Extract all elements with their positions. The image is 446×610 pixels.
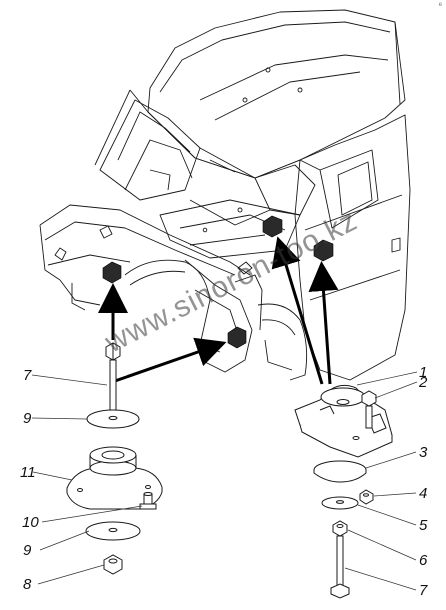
callout-4: 4 [419,485,428,502]
washer-left-upper [86,409,140,429]
mount-rear-center [262,215,283,238]
callout-1: 1 [419,364,428,381]
nut-left [103,554,123,575]
left-parts-stack [66,342,163,575]
callout-9-lower: 9 [23,542,32,559]
right-parts-stack [294,384,393,599]
cab-mount-points [102,215,334,349]
nut-right [332,520,348,537]
assembly-arrows [98,236,339,385]
mount-bracket [294,384,393,458]
spacer-sleeve [139,492,157,510]
arrow-right-b [308,261,339,385]
arrow-center [111,337,227,384]
mount-front-center [227,326,247,349]
washer-left-lower [85,521,141,541]
callout-6: 6 [419,552,428,569]
truck-cab [39,9,411,381]
callout-11: 11 [20,464,36,481]
callout-7-left: 7 [23,367,32,384]
callout-9-upper: 9 [23,410,32,427]
leader-lines [31,371,418,591]
arrow-right-a [271,236,324,385]
bracket-bolt [361,390,377,429]
bracket-nut [359,489,374,505]
callout-3: 3 [419,444,428,461]
corner-mark: e [438,2,442,8]
small-washer-right [321,496,359,510]
callout-8: 8 [23,576,32,593]
callout-2: 2 [419,374,428,391]
callout-10: 10 [22,514,39,531]
mount-front-left [102,261,122,284]
large-washer-right [313,460,367,483]
rubber-cushion-left [66,446,163,510]
bolt-right [330,535,350,599]
mount-rear-right [313,239,334,262]
callout-7-right: 7 [419,582,428,599]
callout-5: 5 [419,517,428,534]
